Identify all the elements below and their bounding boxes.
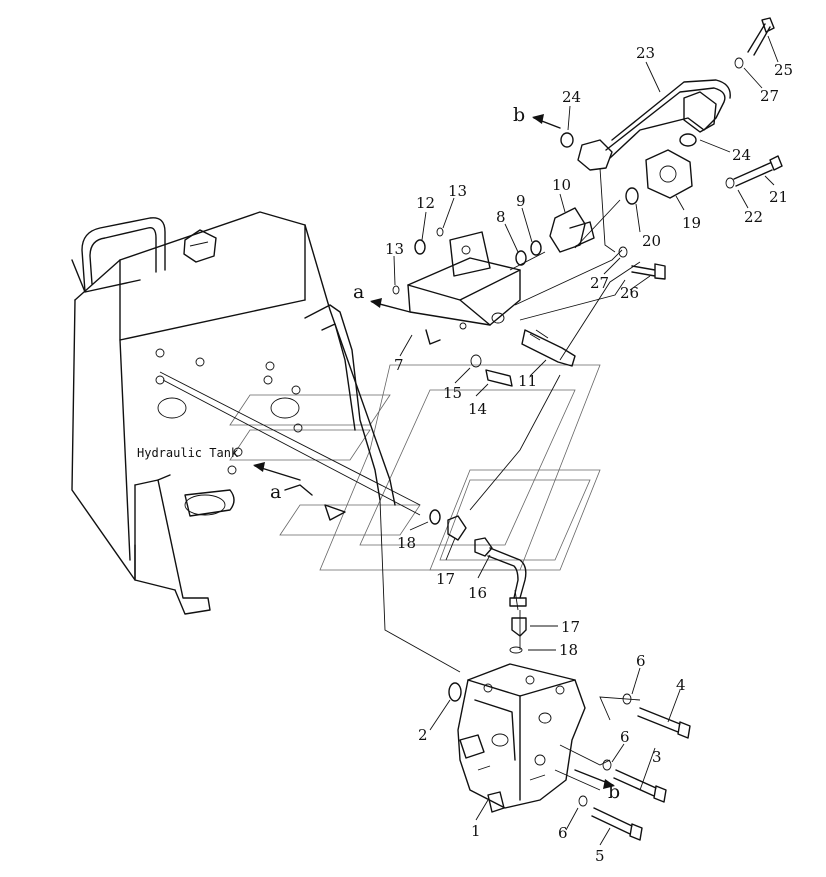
valve-block <box>392 207 595 387</box>
arrow-a-top-icon <box>370 298 382 308</box>
callout-6b: 6 <box>620 728 630 746</box>
callout-20: 20 <box>642 232 661 250</box>
callout-2: 2 <box>418 726 428 744</box>
callout-8: 8 <box>496 208 506 226</box>
callout-10: 10 <box>552 176 571 194</box>
callout-24a: 24 <box>562 88 581 106</box>
tank-label: Hydraulic Tank <box>137 446 239 460</box>
callout-19: 19 <box>682 214 701 232</box>
callout-21: 21 <box>769 188 788 206</box>
callout-1: 1 <box>471 822 481 840</box>
pipe-assembly <box>560 17 783 280</box>
callout-11: 11 <box>518 372 537 390</box>
callout-6a: 6 <box>636 652 646 670</box>
arrow-a-tank-icon <box>253 462 265 472</box>
callout-13a: 13 <box>448 182 467 200</box>
arrow-a-top-label: a <box>353 281 364 303</box>
callout-26: 26 <box>620 284 639 302</box>
callout-17b: 17 <box>561 618 580 636</box>
arrow-a-tank-label: a <box>270 481 281 503</box>
callout-18a: 18 <box>397 534 416 552</box>
arrow-b-bottom-label: b <box>608 781 620 803</box>
callout-18b: 18 <box>559 641 578 659</box>
callout-13b: 13 <box>385 240 404 258</box>
callout-4: 4 <box>676 676 686 694</box>
callout-3: 3 <box>652 748 662 766</box>
callout-7: 7 <box>394 356 404 374</box>
arrow-b-bottom-icon <box>603 779 615 789</box>
flow-arrows: b a a b <box>253 104 620 803</box>
callout-leaders <box>393 35 779 846</box>
callout-6c: 6 <box>558 824 568 842</box>
callout-23: 23 <box>636 44 655 62</box>
callout-27a: 27 <box>590 274 609 292</box>
arrow-b-top-icon <box>532 114 544 124</box>
leader-lines <box>379 167 641 791</box>
part-numbers: 1 2 3 4 5 6 6 6 7 8 9 10 11 12 13 13 14 … <box>385 44 793 865</box>
callout-14: 14 <box>468 400 487 418</box>
middle-fittings <box>429 509 527 654</box>
callout-5: 5 <box>595 847 605 865</box>
callout-12: 12 <box>416 194 435 212</box>
callout-17a: 17 <box>436 570 455 588</box>
callout-22: 22 <box>744 208 763 226</box>
callout-24b: 24 <box>732 146 751 164</box>
hydraulic-tank: Hydraulic Tank <box>71 211 421 615</box>
callout-9: 9 <box>516 192 526 210</box>
callout-27b: 27 <box>760 87 779 105</box>
arrow-b-top-label: b <box>513 104 525 126</box>
main-valve <box>448 663 691 841</box>
callout-25: 25 <box>774 61 793 79</box>
callout-16: 16 <box>468 584 487 602</box>
callout-15: 15 <box>443 384 462 402</box>
